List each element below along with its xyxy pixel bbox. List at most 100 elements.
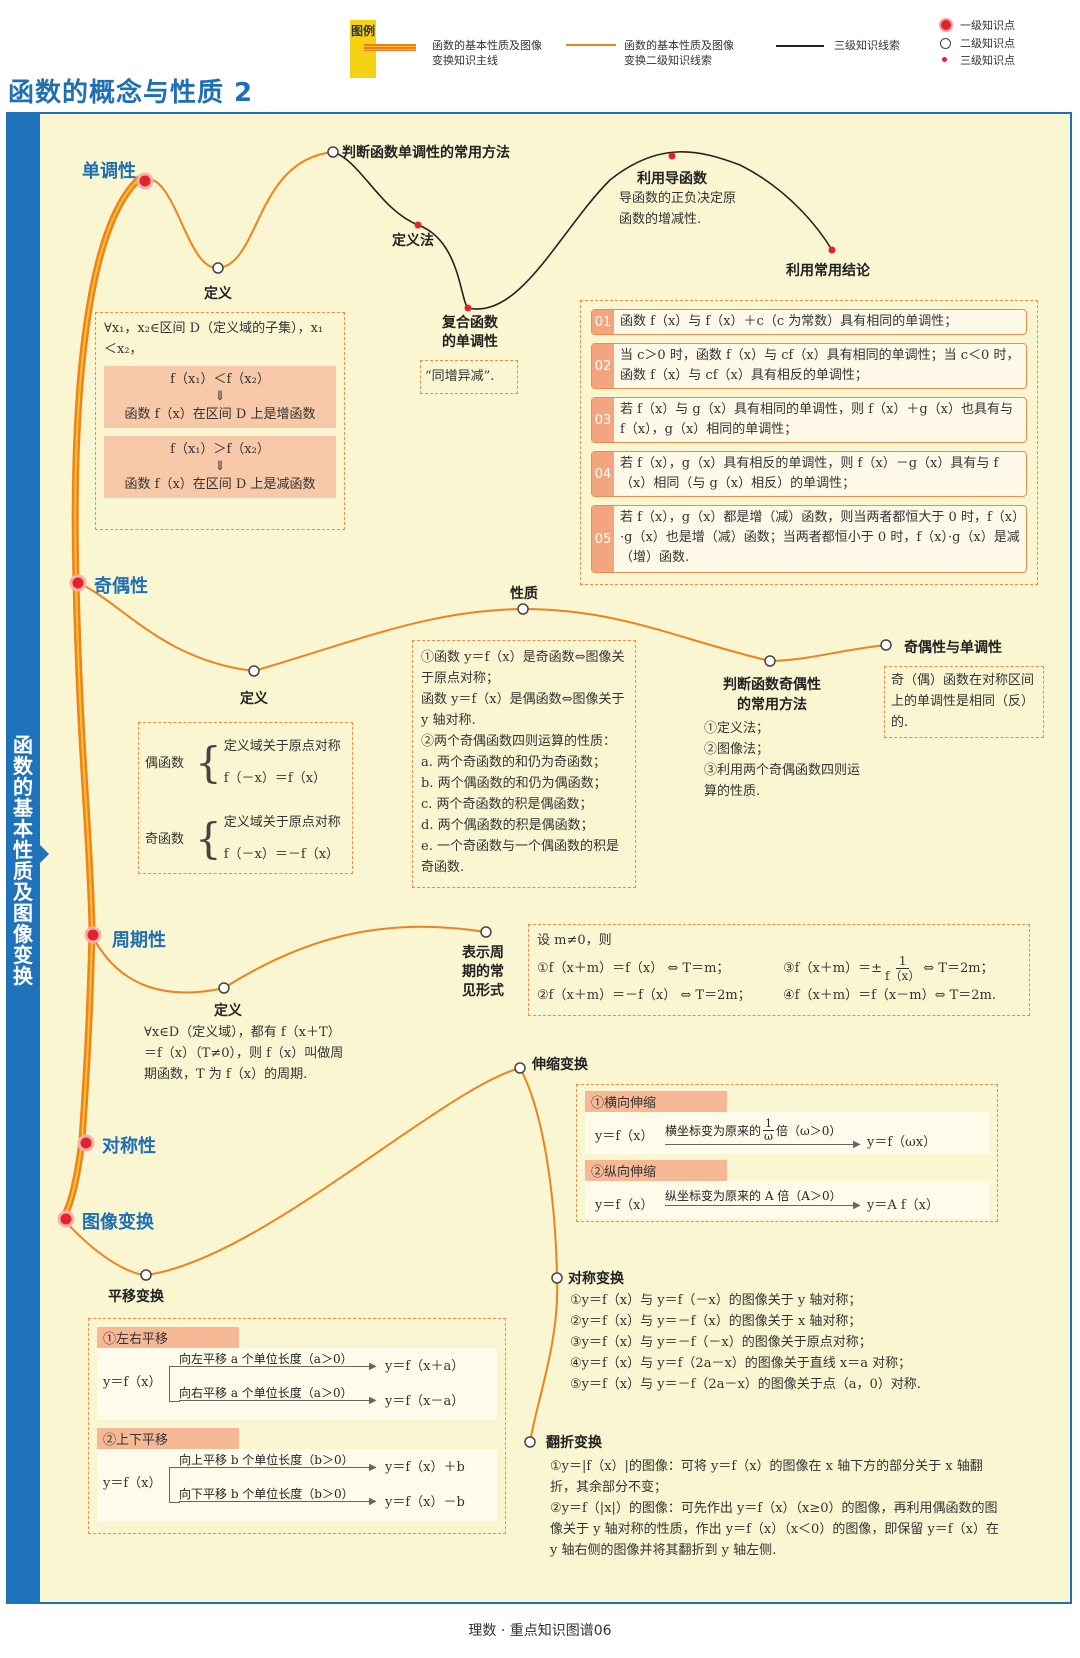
mono-conclusion-box: 01 函数 f（x）与 f（x）＋c（c 为常数）具有相同的单调性； 02 当 … xyxy=(580,300,1038,585)
parity-prop-1: 函数 y＝f（x）是偶函数⇔图像关于 y 轴对称. xyxy=(421,692,625,728)
shift-ud-down-arrowhead-icon: ▶ xyxy=(369,1496,377,1507)
symtrans-item-0: ①y＝f（x）与 y＝f（－x）的图像关于 y 轴对称； xyxy=(570,1293,862,1308)
mono-inc-block: f（x₁）＜f（x₂） ⇓ 函数 f（x）在区间 D 上是增函数 xyxy=(104,366,336,428)
flip-title: 翻折变换 xyxy=(546,1435,602,1451)
legend-third-line-label: 三级知识线索 xyxy=(834,39,900,52)
shift-ud-bracket xyxy=(169,1467,180,1503)
legend-main-line-swatch xyxy=(364,44,416,51)
sidebar-arrow-icon xyxy=(40,845,49,863)
stretch-v-base: y＝f（x） xyxy=(595,1198,654,1213)
legend-level3-icon xyxy=(942,57,947,62)
mono-def-title: 定义 xyxy=(204,286,232,302)
legend-level3-label: 三级知识点 xyxy=(960,54,1015,67)
level1-nodes xyxy=(57,172,154,1228)
level2-node-mono-def xyxy=(212,262,224,274)
period-form3-num: 1 xyxy=(895,954,910,969)
mono-deriv-note: 导函数的正负决定原函数的增减性. xyxy=(619,191,737,227)
stretch-title: 伸缩变换 xyxy=(532,1057,588,1073)
parity-prop-4: b. 两个偶函数的和仍为偶函数； xyxy=(421,776,607,791)
sidebar xyxy=(6,112,40,1604)
parity-mono-note: 奇（偶）函数在对称区间上的单调性是相同（反）的. xyxy=(884,666,1044,738)
conclusion-04-num: 04 xyxy=(592,452,614,496)
level1-node-parity xyxy=(69,574,87,592)
mono-def-box: ∀x₁，x₂∈区间 D（定义域的子集），x₁＜x₂， f（x₁）＜f（x₂） ⇓… xyxy=(95,312,345,530)
mono-inc-cond: f（x₁）＜f（x₂） xyxy=(170,372,270,387)
stretch-h-block: y＝f（x） 横坐标变为原来的 1 ω 倍（ω＞0） ▶ y＝f（ωx） xyxy=(585,1112,989,1154)
shift-lr-bracket xyxy=(169,1366,180,1402)
level2-node-stretch xyxy=(514,1062,526,1074)
shift-lr-left-arrow xyxy=(179,1366,371,1367)
parity-def-box: 偶函数 { 定义域关于原点对称 f（－x）＝f（x） 奇函数 { 定义域关于原点… xyxy=(138,722,353,874)
parity-prop-title: 性质 xyxy=(510,586,538,602)
conclusion-05-num: 05 xyxy=(592,506,614,572)
mono-dec-arrow: ⇓ xyxy=(214,459,226,474)
mono-conclusion-title: 利用常用结论 xyxy=(786,263,870,279)
parity-mono-title: 奇偶性与单调性 xyxy=(904,640,1002,656)
shift-ud-down-arrow xyxy=(179,1501,371,1502)
parity-prop-6: d. 两个偶函数的积是偶函数； xyxy=(421,818,594,833)
legend-second-line-swatch xyxy=(566,44,616,46)
footer: 理数 · 重点知识图谱06 xyxy=(468,1623,612,1639)
legend-second-line-label: 函数的基本性质及图像变换二级知识线索 xyxy=(624,39,734,67)
period-forms-title: 表示周期的常见形式 xyxy=(462,945,504,999)
level1-label-monotonic: 单调性 xyxy=(82,161,136,182)
period-form2: ②f（x＋m）＝－f（x） ⇔ T＝2m； xyxy=(537,988,751,1003)
conclusion-01-num: 01 xyxy=(592,310,614,334)
stretch-h-text: 横坐标变为原来的 1 ω 倍（ω＞0） xyxy=(665,1118,841,1143)
level1-label-parity: 奇偶性 xyxy=(94,576,148,597)
level2-node-parity-def xyxy=(248,665,260,677)
conclusion-02-text: 当 c＞0 时，函数 f（x）与 cf（x）具有相同的单调性；当 c＜0 时，函… xyxy=(620,348,1020,383)
mono-method-title: 判断函数单调性的常用方法 xyxy=(342,145,510,161)
even-line1: 定义域关于原点对称 xyxy=(223,739,341,754)
shift-ud-block: y＝f（x） 向上平移 b 个单位长度（b＞0） ▶ y＝f（x）＋b 向下平移… xyxy=(97,1449,497,1521)
period-def-note: ∀x∈D（定义域），都有 f（x＋T）＝f（x）（T≠0），则 f（x）叫做周期… xyxy=(144,1025,344,1082)
parity-method-1: ②图像法； xyxy=(704,742,770,757)
mono-composite-note: “同增异减”. xyxy=(420,360,518,394)
odd-name: 奇函数 xyxy=(145,831,185,847)
symtrans-item-4: ⑤y＝f（x）与 y＝－f（2a－x）的图像关于点（a，0）对称. xyxy=(570,1377,921,1392)
level2-node-mono-method xyxy=(327,146,339,158)
mono-dec-cond: f（x₁）＞f（x₂） xyxy=(170,442,270,457)
shift-ud-up-result: y＝f（x）＋b xyxy=(385,1460,465,1475)
shift-ud-title: ②上下平移 xyxy=(97,1428,239,1449)
stretch-h-result: y＝f（ωx） xyxy=(867,1135,937,1150)
mono-composite-title: 复合函数的单调性 xyxy=(442,315,498,350)
conclusion-01-text: 函数 f（x）与 f（x）＋c（c 为常数）具有相同的单调性； xyxy=(620,314,958,329)
odd-line2: f（－x）＝－f（x） xyxy=(223,847,340,862)
level1-node-monotonic xyxy=(136,172,154,190)
symtrans-list: ①y＝f（x）与 y＝f（－x）的图像关于 y 轴对称； ②y＝f（x）与 y＝… xyxy=(570,1290,1010,1395)
legend-level1-label: 一级知识点 xyxy=(960,19,1015,32)
shift-lr-title: ①左右平移 xyxy=(97,1327,239,1348)
odd-def: 奇函数 { 定义域关于原点对称 f（－x）＝－f（x） xyxy=(145,805,346,873)
symtrans-item-3: ④y＝f（x）与 y＝f（2a－x）的图像关于直线 x＝a 对称； xyxy=(570,1356,912,1371)
period-forms-intro: 设 m≠0，则 xyxy=(537,933,612,948)
stretch-h-frac-num: 1 xyxy=(763,1117,775,1131)
shift-ud-up-text: 向上平移 b 个单位长度（b＞0） xyxy=(179,1453,354,1467)
odd-line1: 定义域关于原点对称 xyxy=(223,815,341,830)
stretch-box: ①横向伸缩 y＝f（x） 横坐标变为原来的 1 ω 倍（ω＞0） ▶ y＝f（ω… xyxy=(576,1084,998,1222)
conclusion-02: 02 当 c＞0 时，函数 f（x）与 cf（x）具有相同的单调性；当 c＜0 … xyxy=(591,343,1027,389)
page-title: 函数的概念与性质 2 xyxy=(8,78,254,108)
period-def-title: 定义 xyxy=(214,1003,242,1019)
symtrans-item-1: ②y＝f（x）与 y＝－f（x）的图像关于 x 轴对称； xyxy=(570,1314,862,1329)
parity-method-list: ①定义法； ②图像法； ③利用两个奇偶函数四则运算的性质. xyxy=(704,718,864,802)
level3-node-conclusion xyxy=(828,246,836,254)
level1-label-transform: 图像变换 xyxy=(82,1212,154,1233)
level2-node-parity-prop xyxy=(517,603,529,615)
shift-lr-left-result: y＝f（x＋a） xyxy=(385,1359,465,1374)
shift-ud-down-text: 向下平移 b 个单位长度（b＞0） xyxy=(179,1487,354,1501)
stretch-h-base: y＝f（x） xyxy=(595,1129,654,1144)
stretch-h-arrowhead-icon: ▶ xyxy=(853,1139,861,1150)
even-line2: f（－x）＝f（x） xyxy=(223,771,327,786)
odd-brace-icon: { xyxy=(195,814,222,863)
level2-node-shift xyxy=(140,1269,152,1281)
stretch-v-text: 纵坐标变为原来的 A 倍（A＞0） xyxy=(665,1189,842,1203)
mono-dec-result: 函数 f（x）在区间 D 上是减函数 xyxy=(124,477,316,492)
mono-def-intro: ∀x₁，x₂∈区间 D（定义域的子集），x₁＜x₂， xyxy=(104,321,324,357)
level3-node-composite xyxy=(464,304,472,312)
shift-ud-up-arrowhead-icon: ▶ xyxy=(369,1462,377,1473)
conclusion-05-text: 若 f（x），g（x）都是增（减）函数，则当两者都恒大于 0 时，f（x）·g（… xyxy=(620,510,1020,565)
level2-node-period-forms xyxy=(480,926,492,938)
stretch-h-title: ①横向伸缩 xyxy=(585,1091,727,1112)
